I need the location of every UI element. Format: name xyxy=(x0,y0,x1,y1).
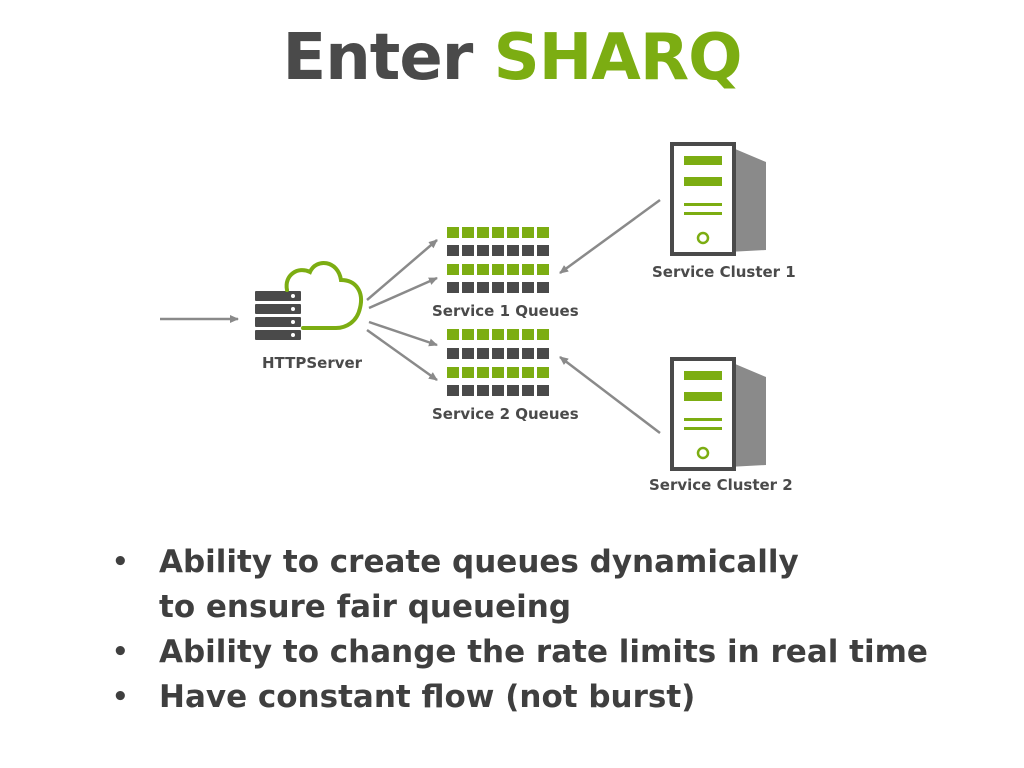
architecture-diagram: HTTPServer Service 1 Queues xyxy=(160,142,796,494)
cluster-1-to-queue-arrow xyxy=(559,198,661,275)
bullet-text: Ability to change the rate limits in rea… xyxy=(159,634,928,670)
server-to-queue-arrow xyxy=(368,320,438,347)
queue-group-2-label: Service 2 Queues xyxy=(432,405,579,423)
cluster-2-to-queue-arrow xyxy=(559,356,661,434)
http-server-label: HTTPServer xyxy=(262,354,363,372)
bullet-dot-icon: • xyxy=(112,547,129,577)
bullet-item: • Ability to change the rate limits in r… xyxy=(112,630,972,675)
service-2-queues xyxy=(447,329,549,396)
bullet-text: Have constant flow (not burst) xyxy=(159,679,696,715)
cluster-2-label: Service Cluster 2 xyxy=(649,476,793,494)
bullet-list: • Ability to create queues dynamically t… xyxy=(112,540,972,720)
bullet-text: Ability to create queues dynamically xyxy=(159,544,799,580)
bullet-text-continuation: to ensure fair queueing xyxy=(159,589,572,625)
server-to-queue-arrow xyxy=(366,239,438,301)
bullet-item: • Have constant flow (not burst) xyxy=(112,675,972,720)
cluster-1-label: Service Cluster 1 xyxy=(652,263,796,281)
server-to-queue-arrow xyxy=(368,276,438,310)
slide-title: Enter SHARQ xyxy=(0,18,1024,98)
bullet-dot-icon: • xyxy=(112,682,129,712)
queue-group-1-label: Service 1 Queues xyxy=(432,302,579,320)
http-server-icon xyxy=(255,291,301,340)
title-word-enter: Enter xyxy=(282,21,474,95)
server-tower-icon xyxy=(670,357,766,471)
server-tower-icon xyxy=(670,142,766,256)
cloud-icon xyxy=(284,261,363,330)
server-to-queue-arrow xyxy=(366,328,438,382)
bullet-item: • Ability to create queues dynamically t… xyxy=(112,540,972,630)
bullet-dot-icon: • xyxy=(112,637,129,667)
title-word-sharq: SHARQ xyxy=(493,21,743,95)
service-1-queues xyxy=(447,227,549,293)
